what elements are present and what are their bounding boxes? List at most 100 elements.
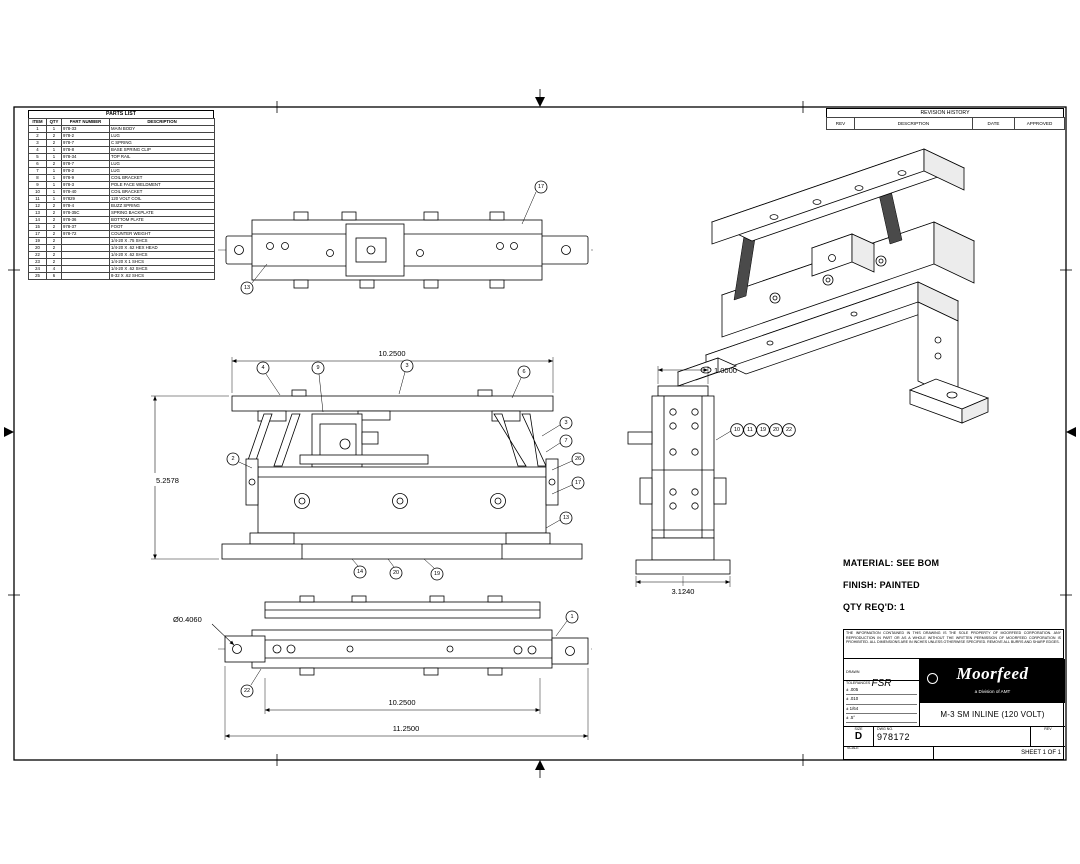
table-cell: 2 <box>46 216 62 224</box>
table-cell: 1/4-20 X 1 SHCS <box>109 258 215 266</box>
table-cell <box>61 251 110 259</box>
table-cell: 1 <box>46 174 62 182</box>
table-cell: 17 <box>28 230 47 238</box>
column-header: REV <box>826 117 855 130</box>
table-cell: 7 <box>28 167 47 175</box>
table-cell: 1 <box>46 188 62 196</box>
table-cell: 25 <box>28 272 47 280</box>
dim-bottom-width: 10.2500 <box>388 698 415 707</box>
table-cell <box>61 265 110 273</box>
column-header: DATE <box>972 117 1015 130</box>
table-cell: MAIN BODY <box>109 125 215 133</box>
mounting-hole <box>565 646 575 656</box>
center-registration-arrows <box>4 89 1076 778</box>
drawn-label: DRAWN <box>846 670 860 674</box>
dim-side-depth: 3.1240 <box>672 587 695 596</box>
drawing-notes: MATERIAL: SEE BOM FINISH: PAINTED QTY RE… <box>843 556 939 622</box>
title-block-size-row: SIZE D DWG NO. 978172 REV <box>844 727 1065 747</box>
balloon: 1 <box>555 610 579 637</box>
column-header: QTY <box>46 118 62 126</box>
c-spring <box>245 413 273 467</box>
table-cell: BASE SPRING CLIP <box>109 146 215 154</box>
column-header: PART NUMBER <box>61 118 110 126</box>
table-cell: 2 <box>46 209 62 217</box>
tolerances-cell: TOLERANCES ± .005 ± .010 ± 1/64 ± .5° <box>844 681 919 724</box>
balloon: 17 <box>521 180 548 225</box>
dwg-no-label: DWG NO. <box>877 727 894 731</box>
table-cell: 3 <box>28 139 47 147</box>
sheet-border <box>4 89 1076 778</box>
balloon: 19 <box>423 558 444 581</box>
front-view <box>221 389 583 560</box>
table-cell: 978-40 <box>61 188 110 196</box>
drawn-by-value: FSR <box>871 678 892 689</box>
parts-list-header-row: ITEM QTY PART NUMBER DESCRIPTION <box>28 118 215 126</box>
table-cell: 4 <box>46 265 62 273</box>
scale-label: SCALE <box>844 746 934 759</box>
svg-text:10: 10 <box>734 427 740 433</box>
balloon: 6 <box>511 365 531 399</box>
table-cell: 24 <box>28 265 47 273</box>
table-cell: 2 <box>46 139 62 147</box>
table-cell: 15 <box>28 223 47 231</box>
table-cell: 1 <box>46 153 62 161</box>
logo-subtext: a Division of AMT <box>974 689 1011 694</box>
balloon: 22 <box>240 668 262 698</box>
mounting-hole <box>561 245 571 255</box>
dwg-no-cell: DWG NO. 978172 <box>874 727 1031 746</box>
column-header: APPROVED <box>1014 117 1065 130</box>
svg-text:7: 7 <box>564 438 567 444</box>
table-cell: 2 <box>46 202 62 210</box>
table-cell: 2 <box>46 160 62 168</box>
table-cell: 14 <box>28 216 47 224</box>
bottom-view <box>218 595 592 676</box>
table-cell: 978-4 <box>61 202 110 210</box>
svg-text:26: 26 <box>575 456 581 462</box>
table-cell: 23 <box>28 258 47 266</box>
armature-bar <box>299 454 429 465</box>
svg-text:22: 22 <box>244 688 250 694</box>
table-cell: 10 <box>28 188 47 196</box>
svg-text:17: 17 <box>538 184 544 190</box>
dim-bottom-overall: 11.2500 <box>393 724 420 733</box>
table-cell: 978-2 <box>61 167 110 175</box>
sheet-label: SHEET <box>1021 750 1041 756</box>
mounting-hole <box>946 391 958 399</box>
column-header: DESCRIPTION <box>109 118 215 126</box>
mounting-hole <box>234 245 244 255</box>
table-cell: 4 <box>28 146 47 154</box>
table-cell: 8 <box>28 174 47 182</box>
table-cell: 12 <box>28 202 47 210</box>
parts-list-title: PARTS LIST <box>28 110 214 118</box>
dim-side-width: 1.0000 <box>714 366 737 375</box>
drawn-by-cell: DRAWN FSR <box>844 659 919 689</box>
isometric-view <box>676 148 990 424</box>
size-value: D <box>854 730 863 742</box>
revision-block-title: REVISION HISTORY <box>826 108 1064 117</box>
mounting-hole <box>232 644 242 654</box>
balloon: 20 <box>387 558 403 580</box>
table-cell: 1 <box>46 167 62 175</box>
bottom-rail <box>221 543 583 560</box>
size-cell: SIZE D <box>844 727 874 746</box>
table-cell: 2 <box>46 244 62 252</box>
table-cell: TOP RAIL <box>109 153 215 161</box>
balloon: 13 <box>240 263 268 295</box>
table-cell: 1 <box>28 125 47 133</box>
moorfeed-logo-emblem-icon <box>927 673 938 684</box>
table-cell: 2 <box>46 251 62 259</box>
balloon-callouts: 17 13 4 9 3 6 3 7 26 17 13 2 14 20 19 10… <box>226 180 796 698</box>
table-cell: 20 <box>28 244 47 252</box>
drawing-title: M-3 SM INLINE (120 VOLT) <box>920 703 1065 727</box>
parts-list: PARTS LIST ITEM QTY PART NUMBER DESCRIPT… <box>28 110 215 280</box>
table-cell: 9 <box>28 181 47 189</box>
table-cell: C SPRING <box>109 139 215 147</box>
